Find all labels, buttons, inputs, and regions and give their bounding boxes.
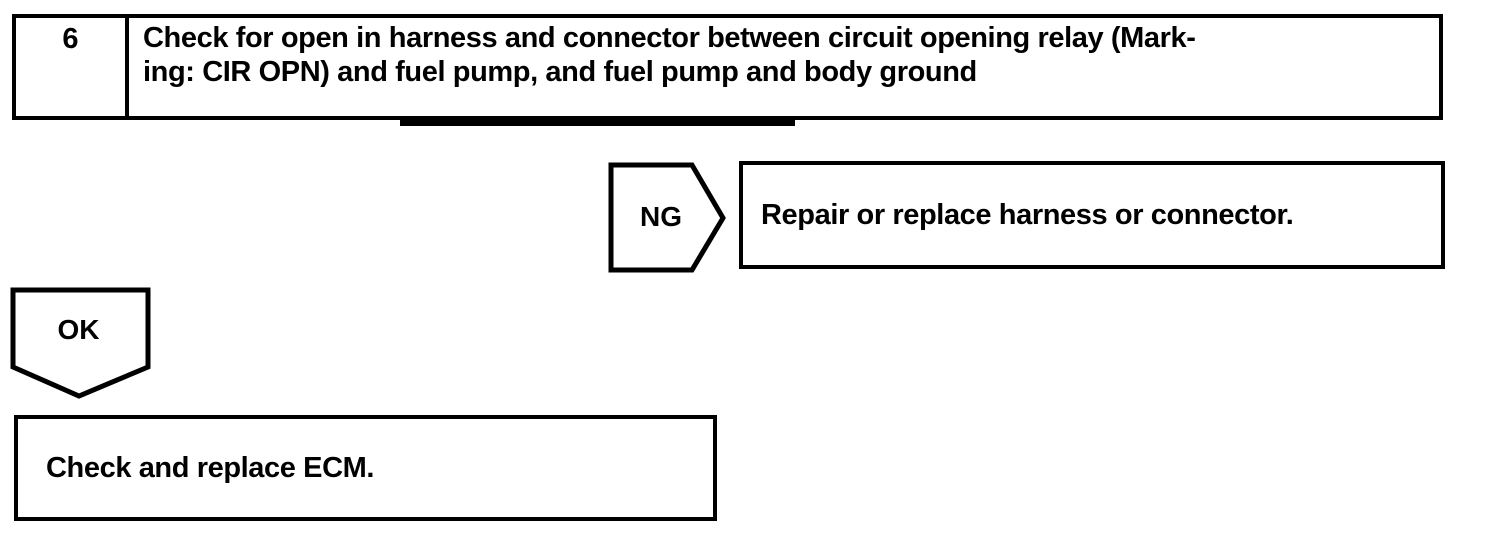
header-underline-bar bbox=[400, 116, 795, 126]
ok-pentagon-icon bbox=[10, 287, 151, 399]
ok-action-box: Check and replace ECM. bbox=[14, 415, 717, 521]
ok-connector-label: OK bbox=[57, 314, 100, 345]
step-number: 6 bbox=[62, 23, 79, 55]
ng-connector-shape bbox=[608, 162, 726, 273]
ok-action-text: Check and replace ECM. bbox=[46, 451, 375, 484]
ng-action-text: Repair or replace harness or connector. bbox=[761, 198, 1294, 231]
ng-connector-label: NG bbox=[640, 201, 682, 232]
step-number-cell: 6 bbox=[16, 18, 129, 116]
ng-action-box: Repair or replace harness or connector. bbox=[739, 161, 1445, 269]
step-instruction-line-2: ing: CIR OPN) and fuel pump, and fuel pu… bbox=[143, 56, 977, 88]
ng-pentagon-icon bbox=[608, 162, 726, 273]
ok-connector-shape bbox=[10, 287, 151, 399]
step-instruction: Check for open in harness and connector … bbox=[129, 18, 1439, 116]
step-header-box: 6 Check for open in harness and connecto… bbox=[12, 14, 1443, 120]
step-instruction-line-1: Check for open in harness and connector … bbox=[143, 22, 1196, 54]
